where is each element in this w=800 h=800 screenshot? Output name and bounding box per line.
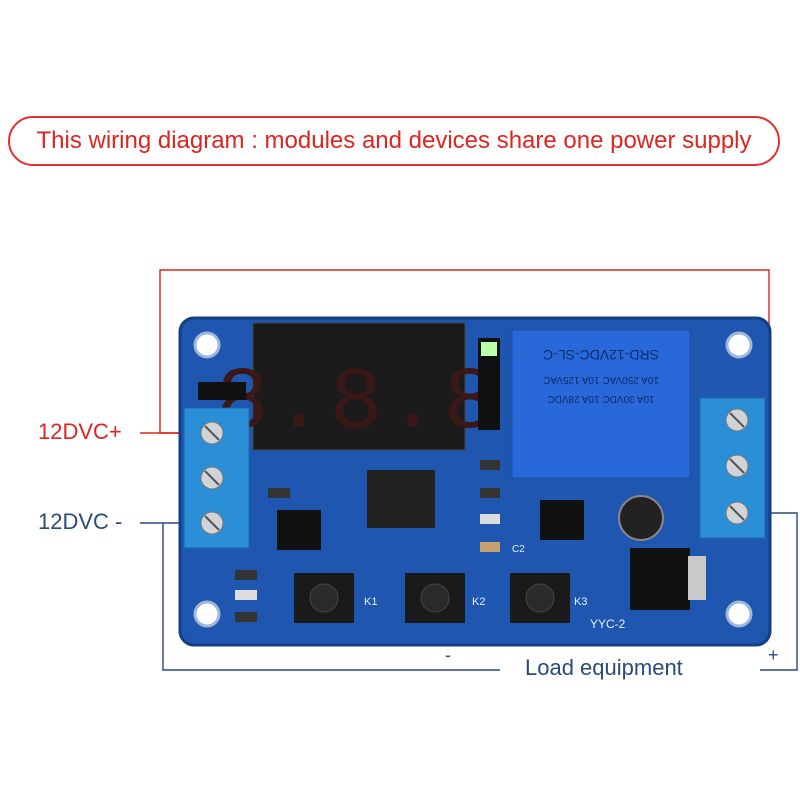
optocoupler-left xyxy=(277,510,321,550)
voltage-regulator xyxy=(630,548,690,610)
label-minus: - xyxy=(445,645,451,665)
seven-segment-display xyxy=(252,322,466,451)
relay-label-1: SRD-12VDC-SL-C xyxy=(543,347,659,363)
button-k2-label: K2 xyxy=(472,596,485,608)
capacitor xyxy=(618,495,664,541)
label-load-equipment: Load equipment xyxy=(525,655,683,680)
button-k2 xyxy=(405,573,465,623)
display-digits: 8.8.8 xyxy=(216,355,500,454)
button-k3-label: K3 xyxy=(574,596,587,608)
banner-text: This wiring diagram : modules and device… xyxy=(36,127,752,154)
cap-label: C2 xyxy=(512,544,525,555)
diode xyxy=(198,382,246,400)
jumper xyxy=(478,338,500,430)
model-label: YYC-2 xyxy=(590,617,626,631)
terminal-block-right xyxy=(699,397,766,539)
label-12dvc-minus: 12DVC - xyxy=(38,509,123,534)
title-banner: This wiring diagram : modules and device… xyxy=(8,116,780,166)
wire-minus-to-load xyxy=(162,523,500,671)
button-k1 xyxy=(294,573,354,623)
optocoupler-right xyxy=(540,500,584,540)
button-k3 xyxy=(510,573,570,623)
terminal-block-left xyxy=(183,407,250,549)
button-k1-label: K1 xyxy=(364,596,377,608)
relay xyxy=(511,329,691,479)
label-12dvc-plus: 12DVC+ xyxy=(38,419,122,444)
pcb-board: 8.8.8 SRD-12VDC-SL-C 10A 250VAC 10A 125V… xyxy=(178,316,772,647)
ic-chip xyxy=(367,470,435,528)
relay-label-2: 10A 250VAC 10A 125VAC xyxy=(543,374,659,385)
relay-label-3: 10A 30VDC 10A 28VDC xyxy=(547,393,654,404)
label-plus: + xyxy=(768,645,779,665)
